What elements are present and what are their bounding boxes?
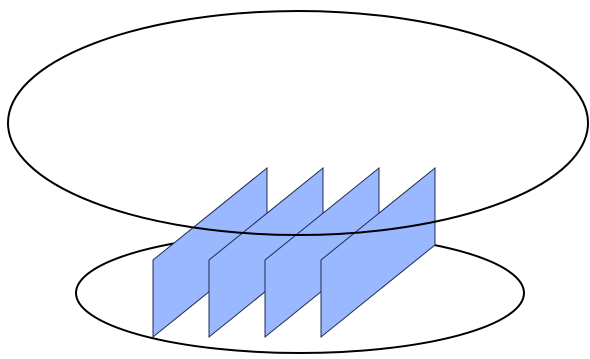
panel-4 xyxy=(320,166,436,339)
upper-ellipse-plane xyxy=(7,10,589,236)
panel-group xyxy=(152,166,436,339)
